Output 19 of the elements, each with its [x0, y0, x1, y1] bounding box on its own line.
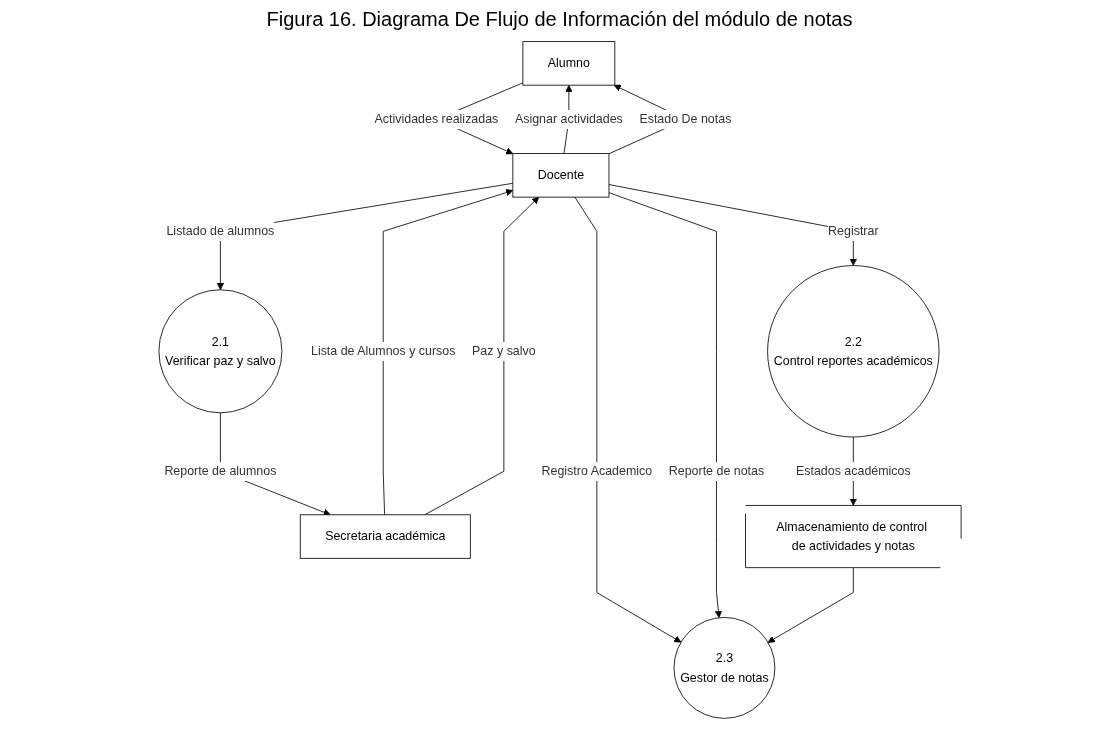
node-box: Almacenamiento de control de actividades y notas	[744, 505, 962, 569]
edge-label: Reporte de notas	[668, 463, 764, 478]
edge-label: Estados académicos	[795, 463, 911, 478]
node-box: Alumno	[521, 41, 615, 86]
node-circle: 2.2 Control reportes académicos	[766, 265, 939, 438]
node-circle: 2.1 Verificar paz y salvo	[157, 289, 282, 414]
node-box: Secretaria académica	[299, 514, 471, 559]
node-box: Docente	[511, 153, 609, 198]
edge-label: Lista de Alumnos y cursos	[310, 343, 455, 358]
edge-label: Registro Academico	[541, 463, 652, 478]
edge-label: Estado De notas	[638, 111, 731, 126]
node-circle: 2.3 Gestor de notas	[673, 617, 775, 719]
edge-label: Reporte de alumnos	[163, 463, 276, 478]
edge-label: Paz y salvo	[471, 343, 536, 358]
edge-label: Asignar actividades	[514, 111, 623, 126]
edge-label: Actividades realizadas	[374, 111, 498, 126]
edge-label: Registrar	[827, 223, 879, 238]
diagram-title: Figura 16. Diagrama De Flujo de Información del módulo de notas	[266, 8, 853, 31]
edge-label: Listado de alumnos	[165, 223, 274, 238]
